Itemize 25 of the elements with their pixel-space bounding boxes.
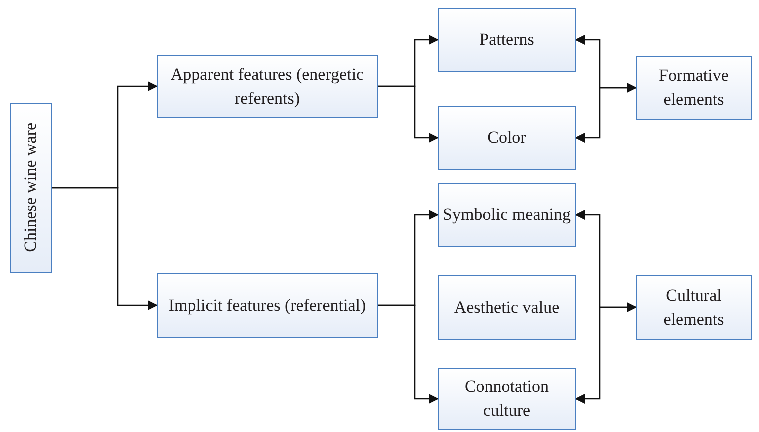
box-label: Formative elements (658, 65, 730, 111)
box-label: Implicit features (referential) (168, 294, 366, 317)
box-label: Patterns (480, 29, 534, 51)
process-box (157, 55, 378, 118)
arrow (575, 302, 637, 404)
process-box (438, 8, 576, 72)
process-box (636, 275, 752, 340)
process-box (438, 275, 576, 340)
arrow (575, 83, 637, 143)
process-box (438, 368, 576, 430)
arrow (52, 187, 158, 310)
box-label: Chinese wine ware (20, 123, 41, 253)
box-label: Cultural elements (662, 284, 726, 330)
process-box (10, 103, 52, 273)
box-label: Connotation culture (464, 376, 550, 422)
arrow (378, 304, 439, 404)
box-label: Symbolic meaning (443, 204, 571, 226)
process-box (438, 183, 576, 247)
box-label: Aesthetic value (454, 296, 560, 318)
process-box (438, 106, 576, 170)
process-box (157, 273, 378, 338)
box-label: Color (488, 127, 526, 149)
arrow (378, 86, 439, 143)
box-label: Apparent features (energetic referents) (170, 64, 366, 110)
process-box (636, 56, 752, 120)
